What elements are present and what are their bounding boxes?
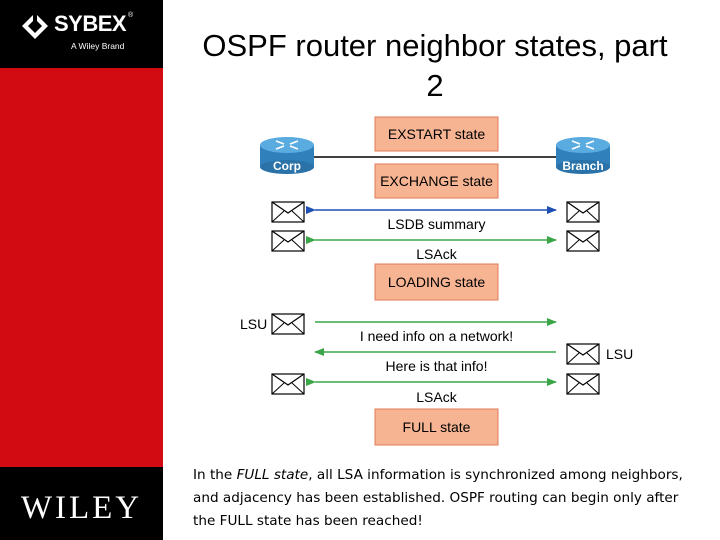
envelope-icon	[271, 230, 305, 252]
lsu-label-right: LSU	[606, 346, 633, 362]
registered-mark: ®	[128, 12, 134, 19]
sybex-logo-text: SYBEX	[54, 11, 127, 36]
message-label-here-info: Here is that info!	[386, 358, 488, 374]
corp-router-icon	[260, 137, 314, 174]
sybex-tagline: A Wiley Brand	[71, 41, 125, 51]
slide-title: OSPF router neighbor states, part 2	[202, 28, 668, 103]
wiley-logo-panel	[0, 467, 163, 540]
envelope-icon	[566, 373, 600, 395]
lsu-label-left: LSU	[240, 316, 267, 332]
caption-emphasis: FULL state	[236, 467, 309, 483]
state-label-exstart: EXSTART state	[388, 126, 485, 142]
sybex-logo-icon	[22, 13, 48, 39]
slide-caption: In the FULL state, all LSA information i…	[193, 464, 693, 533]
message-label-lsack: LSAck	[416, 246, 457, 262]
envelope-icon	[566, 201, 600, 223]
state-box-full	[374, 408, 499, 446]
caption-text-end: , all LSA information is synchronized am…	[193, 467, 683, 529]
caption-text-start: In the	[193, 467, 237, 483]
envelope-icon	[566, 343, 600, 365]
message-label-need-info: I need info on a network!	[360, 328, 513, 344]
wiley-logo-text: WILEY	[20, 490, 143, 526]
message-label-lsdb-summary: LSDB summary	[387, 216, 485, 232]
envelope-icon	[271, 313, 305, 335]
corp-router-label: Corp	[273, 159, 301, 173]
state-label-full: FULL state	[403, 419, 471, 435]
envelope-icon	[566, 230, 600, 252]
message-label-lsack: LSAck	[416, 389, 457, 405]
branch-router-label: Branch	[562, 159, 603, 173]
state-box-exchange	[374, 163, 499, 199]
sybex-logo-panel: SYBEX ® A Wiley Brand	[0, 0, 163, 68]
branch-router-icon	[556, 137, 610, 174]
state-label-loading: LOADING state	[388, 274, 485, 290]
envelope-icon	[271, 373, 305, 395]
state-box-exstart	[374, 116, 499, 152]
sidebar-red-band	[0, 0, 163, 540]
state-box-loading	[374, 263, 499, 301]
state-label-exchange: EXCHANGE state	[380, 173, 493, 189]
envelope-icon	[271, 201, 305, 223]
